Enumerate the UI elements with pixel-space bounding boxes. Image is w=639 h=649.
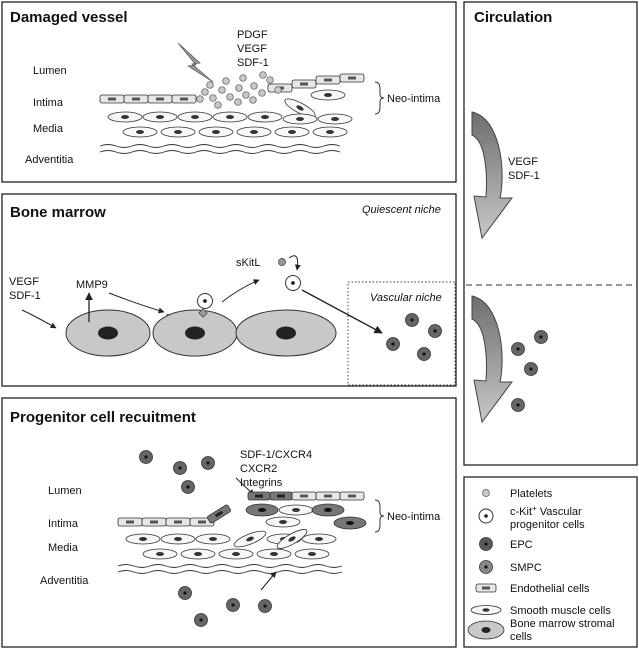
svg-text:Endothelial cells: Endothelial cells	[510, 583, 590, 595]
stromal-cell-2	[152, 309, 238, 357]
legend-smooth-muscle-cells: Smooth muscle cells	[470, 605, 611, 617]
recruit-neointima-label: Neo-intima	[387, 511, 441, 523]
recruit-media-label: Media	[48, 542, 79, 554]
legend-smpc: SMPC	[479, 560, 542, 574]
circulating-epc-cells	[139, 450, 215, 494]
damaged-endothelium-right	[267, 73, 365, 93]
damaged-adventitia-line2	[99, 150, 341, 154]
recruit-factor-integrins: Integrins	[240, 477, 283, 489]
svg-text:Smooth muscle cells: Smooth muscle cells	[510, 605, 611, 617]
recruit-intima-endothelium	[117, 517, 215, 527]
marrow-factor-arrow	[21, 309, 57, 329]
mmp9-to-mkitl-arrow	[108, 292, 165, 314]
legend-epc: EPC	[479, 537, 533, 551]
vascular-niche-epc-cells	[386, 313, 442, 361]
mkitl-progenitor-cell	[197, 293, 213, 318]
damaged-neointima-bracket	[374, 81, 385, 115]
circulation-down-arrow-top	[471, 111, 513, 240]
svg-text:progenitor cells: progenitor cells	[510, 519, 585, 531]
released-progenitor-cell	[285, 275, 301, 291]
recruit-lumen-label: Lumen	[48, 485, 82, 497]
panel-damaged-vessel	[1, 1, 457, 183]
adventitia-smpc-cells	[178, 586, 272, 627]
vascular-niche-label: Vascular niche	[370, 292, 442, 304]
svg-text:cells: cells	[510, 631, 533, 643]
recruit-intima-label: Intima	[48, 518, 79, 530]
recruit-factor-sdf1-cxcr4: SDF-1/CXCR4	[240, 449, 312, 461]
damaged-factor-sdf1: SDF-1	[237, 57, 269, 69]
recruitment-title: Progenitor cell recuitment	[10, 409, 196, 426]
damaged-endothelium-left	[99, 94, 197, 104]
svg-text:Platelets: Platelets	[510, 488, 553, 500]
recruit-factor-cxcr2: CXCR2	[240, 463, 277, 475]
recruit-adventitia-line2	[117, 570, 343, 574]
platelet-cluster	[196, 71, 282, 109]
damaged-media-label: Media	[33, 123, 64, 135]
damaged-factor-vegf: VEGF	[237, 43, 267, 55]
migrating-smpc-cell	[207, 504, 231, 524]
circulation-down-arrow-bottom	[471, 295, 513, 424]
circulation-epc-cells	[511, 330, 548, 412]
injury-lightning-icon	[177, 42, 214, 83]
legend-endothelial-cells: Endothelial cells	[475, 583, 590, 595]
svg-text:c-Kit+ Vascular: c-Kit+ Vascular	[510, 504, 582, 518]
damaged-lumen-label: Lumen	[33, 65, 67, 77]
recruit-neointima-cells	[245, 503, 367, 530]
damaged-neointima-label: Neo-intima	[387, 93, 441, 105]
damaged-media-smc-row1	[107, 111, 353, 125]
circulation-factor-vegf: VEGF	[508, 156, 538, 168]
adventitia-migration-arrow	[260, 571, 277, 591]
mobilization-arrow	[301, 289, 383, 334]
damaged-intima-label: Intima	[33, 97, 64, 109]
recruit-neointima-bracket	[374, 499, 385, 533]
damaged-factor-pdgf: PDGF	[237, 29, 268, 41]
quiescent-niche-label: Quiescent niche	[362, 204, 441, 216]
marrow-factor-sdf1: SDF-1	[9, 290, 41, 302]
panel-circulation	[463, 1, 638, 466]
bone-marrow-title: Bone marrow	[10, 204, 106, 221]
damaged-adventitia-label: Adventitia	[25, 154, 74, 166]
skitl-molecule	[278, 258, 286, 266]
legend-ckit-progenitor: c-Kit+ Vascular progenitor cells	[478, 504, 585, 531]
recruit-neointima-endothelium	[247, 491, 365, 501]
svg-text:EPC: EPC	[510, 539, 533, 551]
mmp9-label: MMP9	[76, 279, 108, 291]
stromal-cell-3	[235, 309, 337, 357]
legend-stromal-cells: Bone marrow stromal cells	[467, 618, 615, 643]
skitl-label: sKitL	[236, 257, 260, 269]
damaged-adventitia-line1	[99, 144, 341, 148]
circulation-factor-sdf1: SDF-1	[508, 170, 540, 182]
panel-legend	[463, 476, 638, 648]
damaged-vessel-title: Damaged vessel	[10, 9, 128, 26]
marrow-factor-vegf: VEGF	[9, 276, 39, 288]
svg-text:SMPC: SMPC	[510, 562, 542, 574]
panel-bone-marrow	[1, 193, 457, 387]
skitl-arrow	[288, 255, 301, 271]
recruit-adventitia-label: Adventitia	[40, 575, 89, 587]
release-arrow	[221, 279, 260, 303]
svg-text:Bone marrow stromal: Bone marrow stromal	[510, 618, 615, 630]
legend-platelets: Platelets	[482, 488, 553, 500]
recruit-adventitia-line1	[117, 564, 343, 568]
panel-recruitment	[1, 397, 457, 648]
circulation-title: Circulation	[474, 9, 552, 26]
damaged-media-smc-row2	[122, 126, 348, 138]
stromal-cell-1	[65, 309, 151, 357]
vascular-niche-box	[347, 281, 456, 386]
